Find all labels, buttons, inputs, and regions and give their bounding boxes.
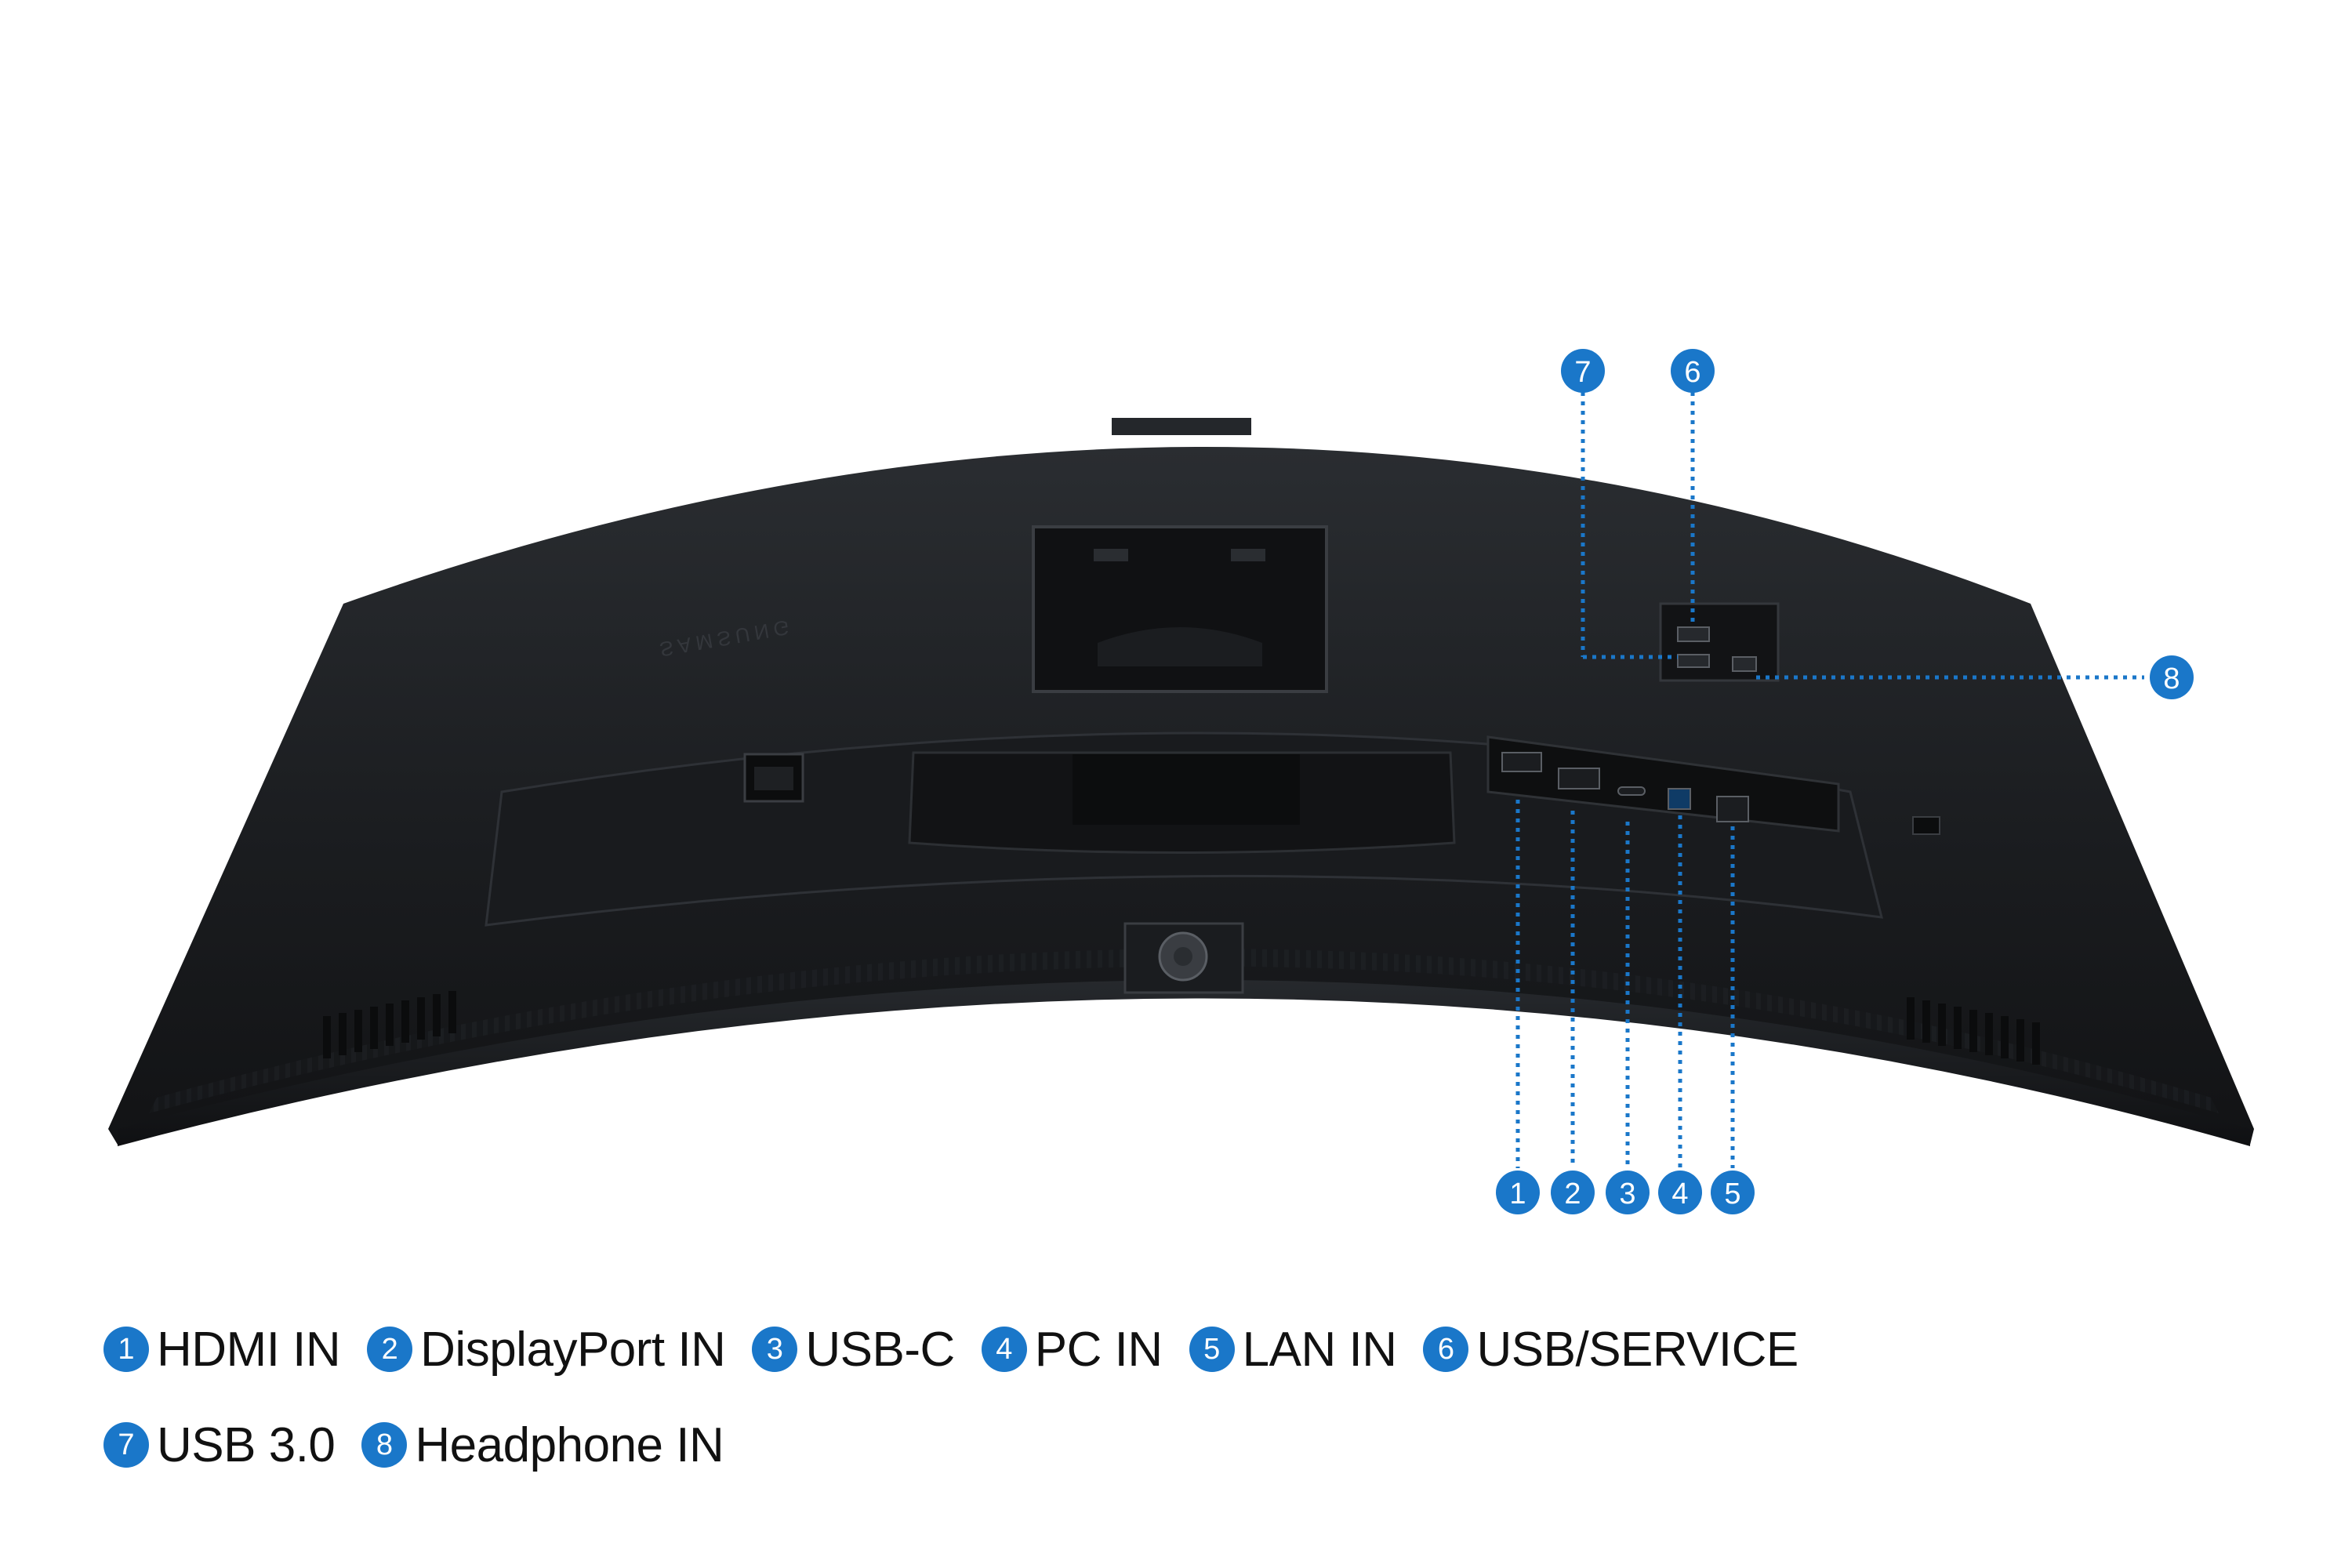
legend-label: DisplayPort IN [420,1322,726,1377]
callout-badge-7: 7 [1561,349,1605,393]
side-port-cluster [1659,602,1780,682]
legend-item-displayport-in: 2 DisplayPort IN [367,1322,726,1377]
legend-item-pc-in: 4 PC IN [981,1322,1163,1377]
legend-number-badge: 5 [1189,1327,1235,1372]
legend-row-2: 7 USB 3.0 8 Headphone IN [103,1417,2299,1473]
svg-text:8: 8 [2163,662,2180,695]
legend-item-usb-3: 7 USB 3.0 [103,1417,336,1473]
displayport-port [1558,768,1600,789]
callout-badge-3: 3 [1606,1171,1650,1214]
usbc-port [1617,786,1646,796]
svg-text:6: 6 [1684,356,1700,389]
callout-badge-5: 5 [1711,1171,1755,1214]
legend-item-usb-c: 3 USB-C [752,1322,955,1377]
port-legend: 1 HDMI IN 2 DisplayPort IN 3 USB-C 4 PC … [103,1321,2299,1512]
lan-port [1716,796,1749,822]
legend-label: PC IN [1034,1322,1163,1377]
legend-number-badge: 2 [367,1327,413,1372]
right-vent [1907,997,2040,1065]
svg-text:2: 2 [1564,1178,1581,1210]
svg-text:7: 7 [1574,356,1591,389]
usb-b-port [1668,788,1691,810]
callout-badge-4: 4 [1658,1171,1702,1214]
callout-badge-6: 6 [1671,349,1715,393]
legend-item-usb-service: 6 USB/SERVICE [1423,1322,1798,1377]
legend-number-badge: 7 [103,1422,149,1468]
legend-number-badge: 6 [1423,1327,1469,1372]
svg-text:5: 5 [1724,1178,1740,1210]
callout-badge-2: 2 [1551,1171,1595,1214]
legend-row-1: 1 HDMI IN 2 DisplayPort IN 3 USB-C 4 PC … [103,1321,2299,1377]
hdmi-port [1501,752,1542,772]
security-slot [1912,816,1940,835]
legend-item-hdmi-in: 1 HDMI IN [103,1322,341,1377]
legend-label: Headphone IN [415,1417,724,1472]
legend-label: HDMI IN [157,1322,341,1377]
legend-number-badge: 1 [103,1327,149,1372]
svg-text:4: 4 [1671,1178,1688,1210]
stand-mount [1032,525,1328,693]
legend-number-badge: 4 [981,1327,1027,1372]
legend-label: USB 3.0 [157,1417,336,1472]
power-port [743,753,804,803]
legend-item-headphone-in: 8 Headphone IN [361,1417,724,1473]
bottom-rim [118,980,2250,1146]
left-vent [323,991,456,1058]
callout-badge-8: 8 [2150,655,2194,699]
callout-badge-1: 1 [1496,1171,1540,1214]
legend-label: USB-C [805,1322,955,1377]
legend-label: LAN IN [1242,1322,1397,1377]
legend-item-lan-in: 5 LAN IN [1189,1322,1397,1377]
svg-text:1: 1 [1509,1178,1526,1210]
svg-text:3: 3 [1619,1178,1635,1210]
legend-number-badge: 8 [361,1422,408,1468]
leader-lines [1515,392,2144,1168]
io-port-plate [1486,735,1840,833]
legend-number-badge: 3 [752,1327,798,1372]
legend-label: USB/SERVICE [1476,1322,1798,1377]
joystick-control [1123,922,1244,994]
top-tab [1112,418,1251,435]
